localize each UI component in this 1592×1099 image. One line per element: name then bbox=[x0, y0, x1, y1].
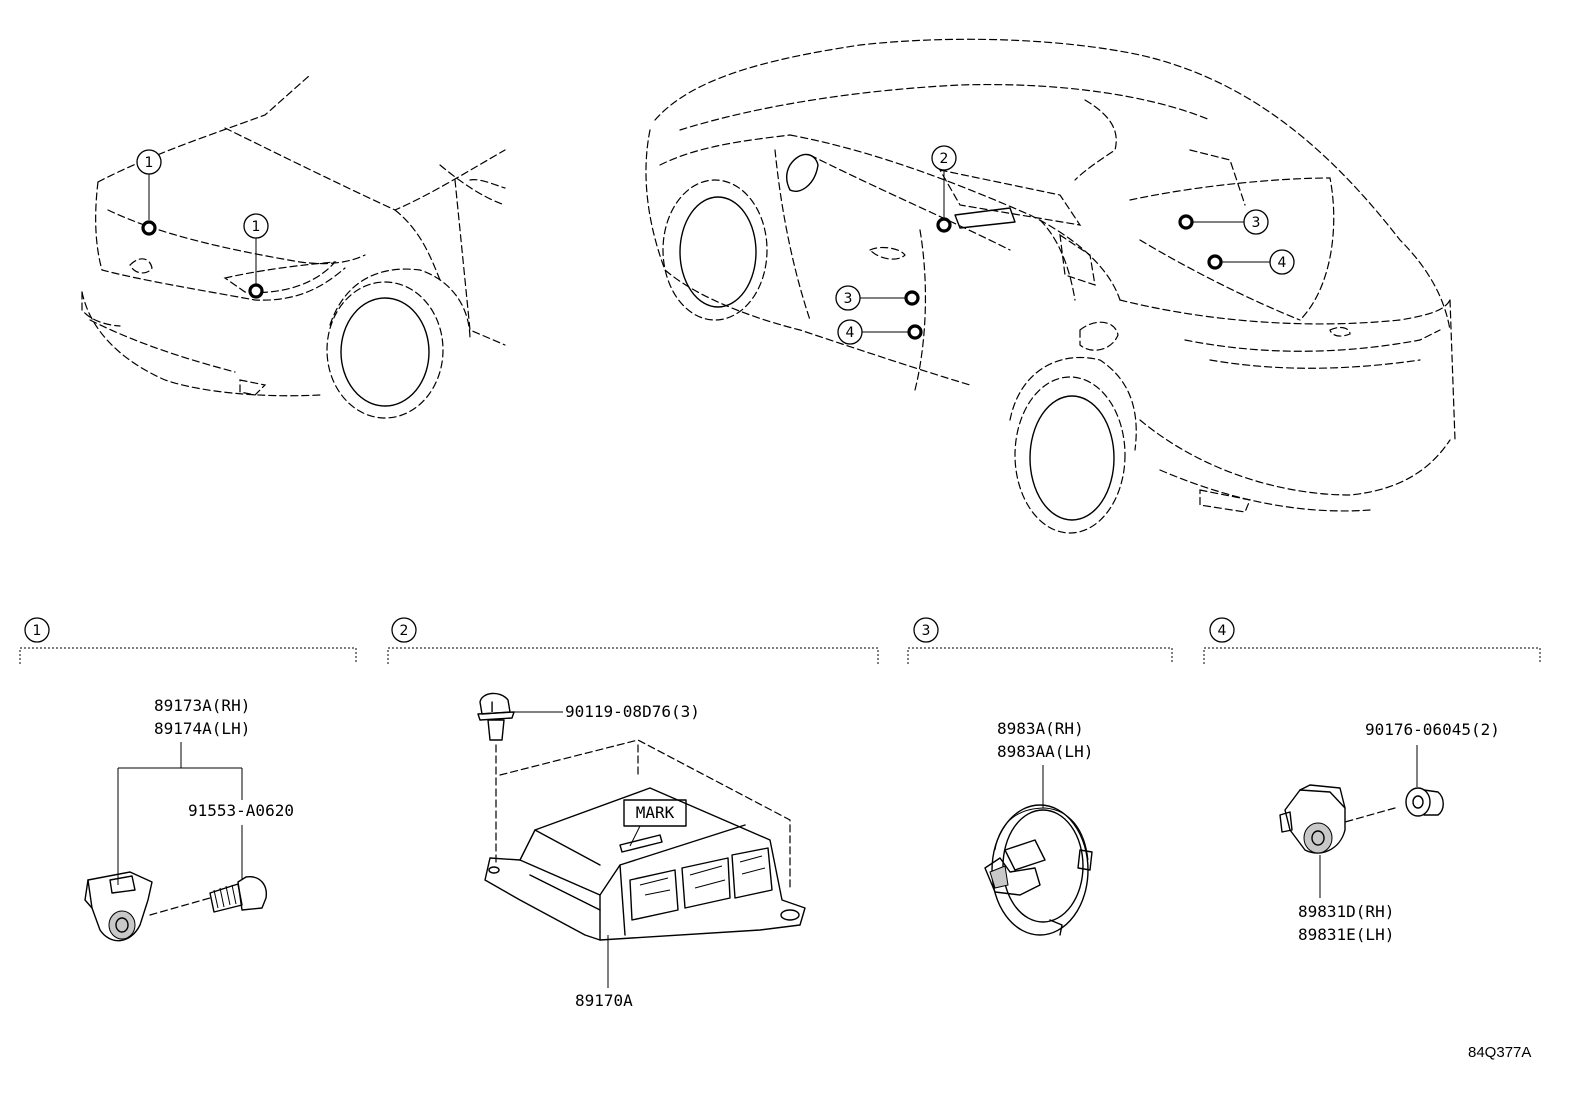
sensor-location-dot bbox=[141, 220, 157, 236]
part-number-89174A[interactable]: 89174A(LH) bbox=[154, 719, 250, 738]
part-number-90176-06045[interactable]: 90176-06045(2) bbox=[1365, 720, 1500, 739]
section-label-4: 4 bbox=[1218, 623, 1227, 639]
sensor-location-dot bbox=[907, 324, 923, 340]
mark-label: MARK bbox=[636, 803, 675, 822]
callout-badge-2 bbox=[931, 145, 957, 171]
part-number-89831E[interactable]: 89831E(LH) bbox=[1298, 925, 1394, 944]
section-badge-1 bbox=[24, 617, 50, 643]
diagram-reference-code: 84Q377A bbox=[1468, 1044, 1531, 1061]
sensor-location-dot bbox=[1178, 214, 1194, 230]
part-number-8983AA[interactable]: 8983AA(LH) bbox=[997, 742, 1093, 761]
part-number-90119-08D76[interactable]: 90119-08D76(3) bbox=[565, 702, 700, 721]
callout-badge-4b bbox=[1269, 249, 1295, 275]
airbag-control-module-icon bbox=[484, 787, 806, 941]
section-label-1: 1 bbox=[33, 623, 42, 639]
section-badge-4 bbox=[1209, 617, 1235, 643]
section-label-3: 3 bbox=[922, 623, 931, 639]
part-number-89170A[interactable]: 89170A bbox=[575, 991, 633, 1010]
callout-badge-1a bbox=[136, 149, 162, 175]
callout-badge-3a bbox=[835, 285, 861, 311]
side-impact-sensor-icon bbox=[1279, 784, 1346, 854]
front-vehicle-view bbox=[81, 74, 506, 419]
callout-label-1a: 1 bbox=[145, 155, 154, 171]
rear-callout-markers: 2 3 4 3 4 bbox=[835, 145, 1295, 345]
screw-head-mark: I bbox=[490, 700, 494, 716]
front-impact-sensor-icon bbox=[84, 871, 153, 942]
section-label-2: 2 bbox=[400, 623, 409, 639]
part-number-8983A[interactable]: 8983A(RH) bbox=[997, 719, 1084, 738]
bolt-icon bbox=[209, 876, 267, 913]
callout-label-4a: 4 bbox=[846, 325, 855, 341]
section-badge-3 bbox=[913, 617, 939, 643]
callout-label-4b: 4 bbox=[1278, 255, 1287, 271]
section-headers: 1 2 3 4 bbox=[19, 617, 1541, 664]
callout-label-2: 2 bbox=[940, 151, 949, 167]
callout-label-3b: 3 bbox=[1252, 215, 1261, 231]
sensor-location-dot bbox=[904, 290, 920, 306]
callout-label-3a: 3 bbox=[844, 291, 853, 307]
screw-icon: I bbox=[477, 692, 515, 741]
sensor-location-dot bbox=[936, 217, 952, 233]
sensor-location-dot bbox=[1207, 254, 1223, 270]
section-3-parts: 8983A(RH) 8983AA(LH) bbox=[984, 719, 1093, 936]
section-badge-2 bbox=[391, 617, 417, 643]
callout-badge-3b bbox=[1243, 209, 1269, 235]
callout-badge-1b bbox=[243, 213, 269, 239]
part-number-89831D[interactable]: 89831D(RH) bbox=[1298, 902, 1394, 921]
sensor-location-dot bbox=[248, 283, 264, 299]
front-callout-markers: 1 1 bbox=[136, 149, 269, 299]
rear-vehicle-view bbox=[645, 38, 1456, 534]
section-1-parts: 89173A(RH) 89174A(LH) 91553-A0620 bbox=[84, 696, 294, 942]
door-pressure-sensor-icon bbox=[984, 804, 1093, 936]
nut-icon bbox=[1405, 787, 1444, 817]
callout-badge-4a bbox=[837, 319, 863, 345]
callout-label-1b: 1 bbox=[252, 219, 261, 235]
mark-label-box bbox=[623, 799, 687, 827]
section-2-parts: I 90119-08D76(3) MARK 89170A bbox=[477, 692, 806, 1010]
part-number-91553-A0620[interactable]: 91553-A0620 bbox=[188, 801, 294, 820]
section-4-parts: 90176-06045(2) 89831D(RH) 89831E(LH) bbox=[1279, 720, 1500, 944]
part-number-89173A[interactable]: 89173A(RH) bbox=[154, 696, 250, 715]
